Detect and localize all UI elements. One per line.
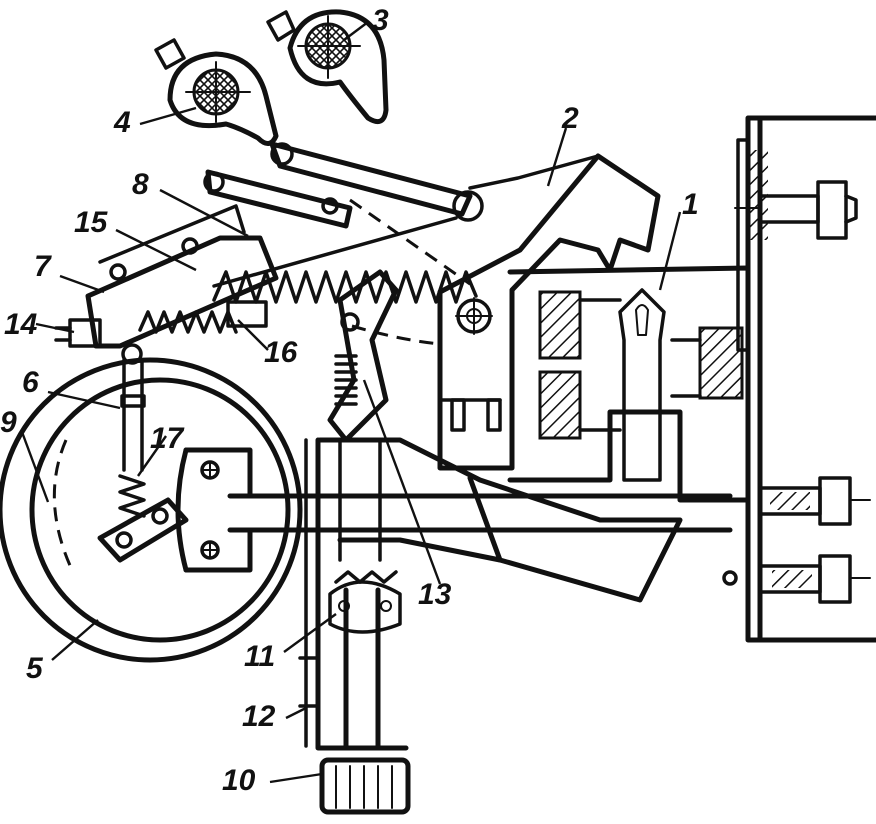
lever-arm xyxy=(437,153,661,471)
panel-bolt-middle xyxy=(758,476,871,526)
callout-9: 9 xyxy=(0,406,17,439)
panel-bolt-bottom xyxy=(722,554,871,604)
rod-6 xyxy=(118,343,146,518)
callout-13: 13 xyxy=(418,578,452,611)
callout-5: 5 xyxy=(26,652,44,685)
callout-6: 6 xyxy=(22,366,39,399)
latch xyxy=(327,269,399,443)
callout-14: 14 xyxy=(4,308,38,341)
shaft xyxy=(227,493,733,533)
vertical-bracket xyxy=(298,437,411,815)
callout-7: 7 xyxy=(34,250,52,283)
callout-11: 11 xyxy=(244,640,275,673)
disc xyxy=(0,357,303,663)
callout-1: 1 xyxy=(682,188,699,221)
callout-12: 12 xyxy=(242,700,276,733)
cam-4 xyxy=(154,38,279,146)
callout-15: 15 xyxy=(74,206,109,239)
callout-3: 3 xyxy=(372,4,389,37)
link-rods xyxy=(203,141,484,229)
callout-10: 10 xyxy=(222,764,256,797)
contact-block xyxy=(507,265,751,503)
callout-17: 17 xyxy=(150,422,185,455)
callout-8: 8 xyxy=(132,168,149,201)
callouts: 1 2 3 4 5 6 7 8 9 10 11 12 13 14 15 16 1… xyxy=(0,4,699,797)
callout-2: 2 xyxy=(561,102,579,135)
callout-16: 16 xyxy=(264,336,298,369)
leader-lines xyxy=(20,21,682,784)
panel-bolt-top xyxy=(734,180,858,240)
callout-4: 4 xyxy=(113,106,131,139)
dashed-guides xyxy=(52,198,471,571)
armature xyxy=(317,437,683,603)
main-spring xyxy=(212,216,478,304)
cam-3 xyxy=(266,9,389,125)
